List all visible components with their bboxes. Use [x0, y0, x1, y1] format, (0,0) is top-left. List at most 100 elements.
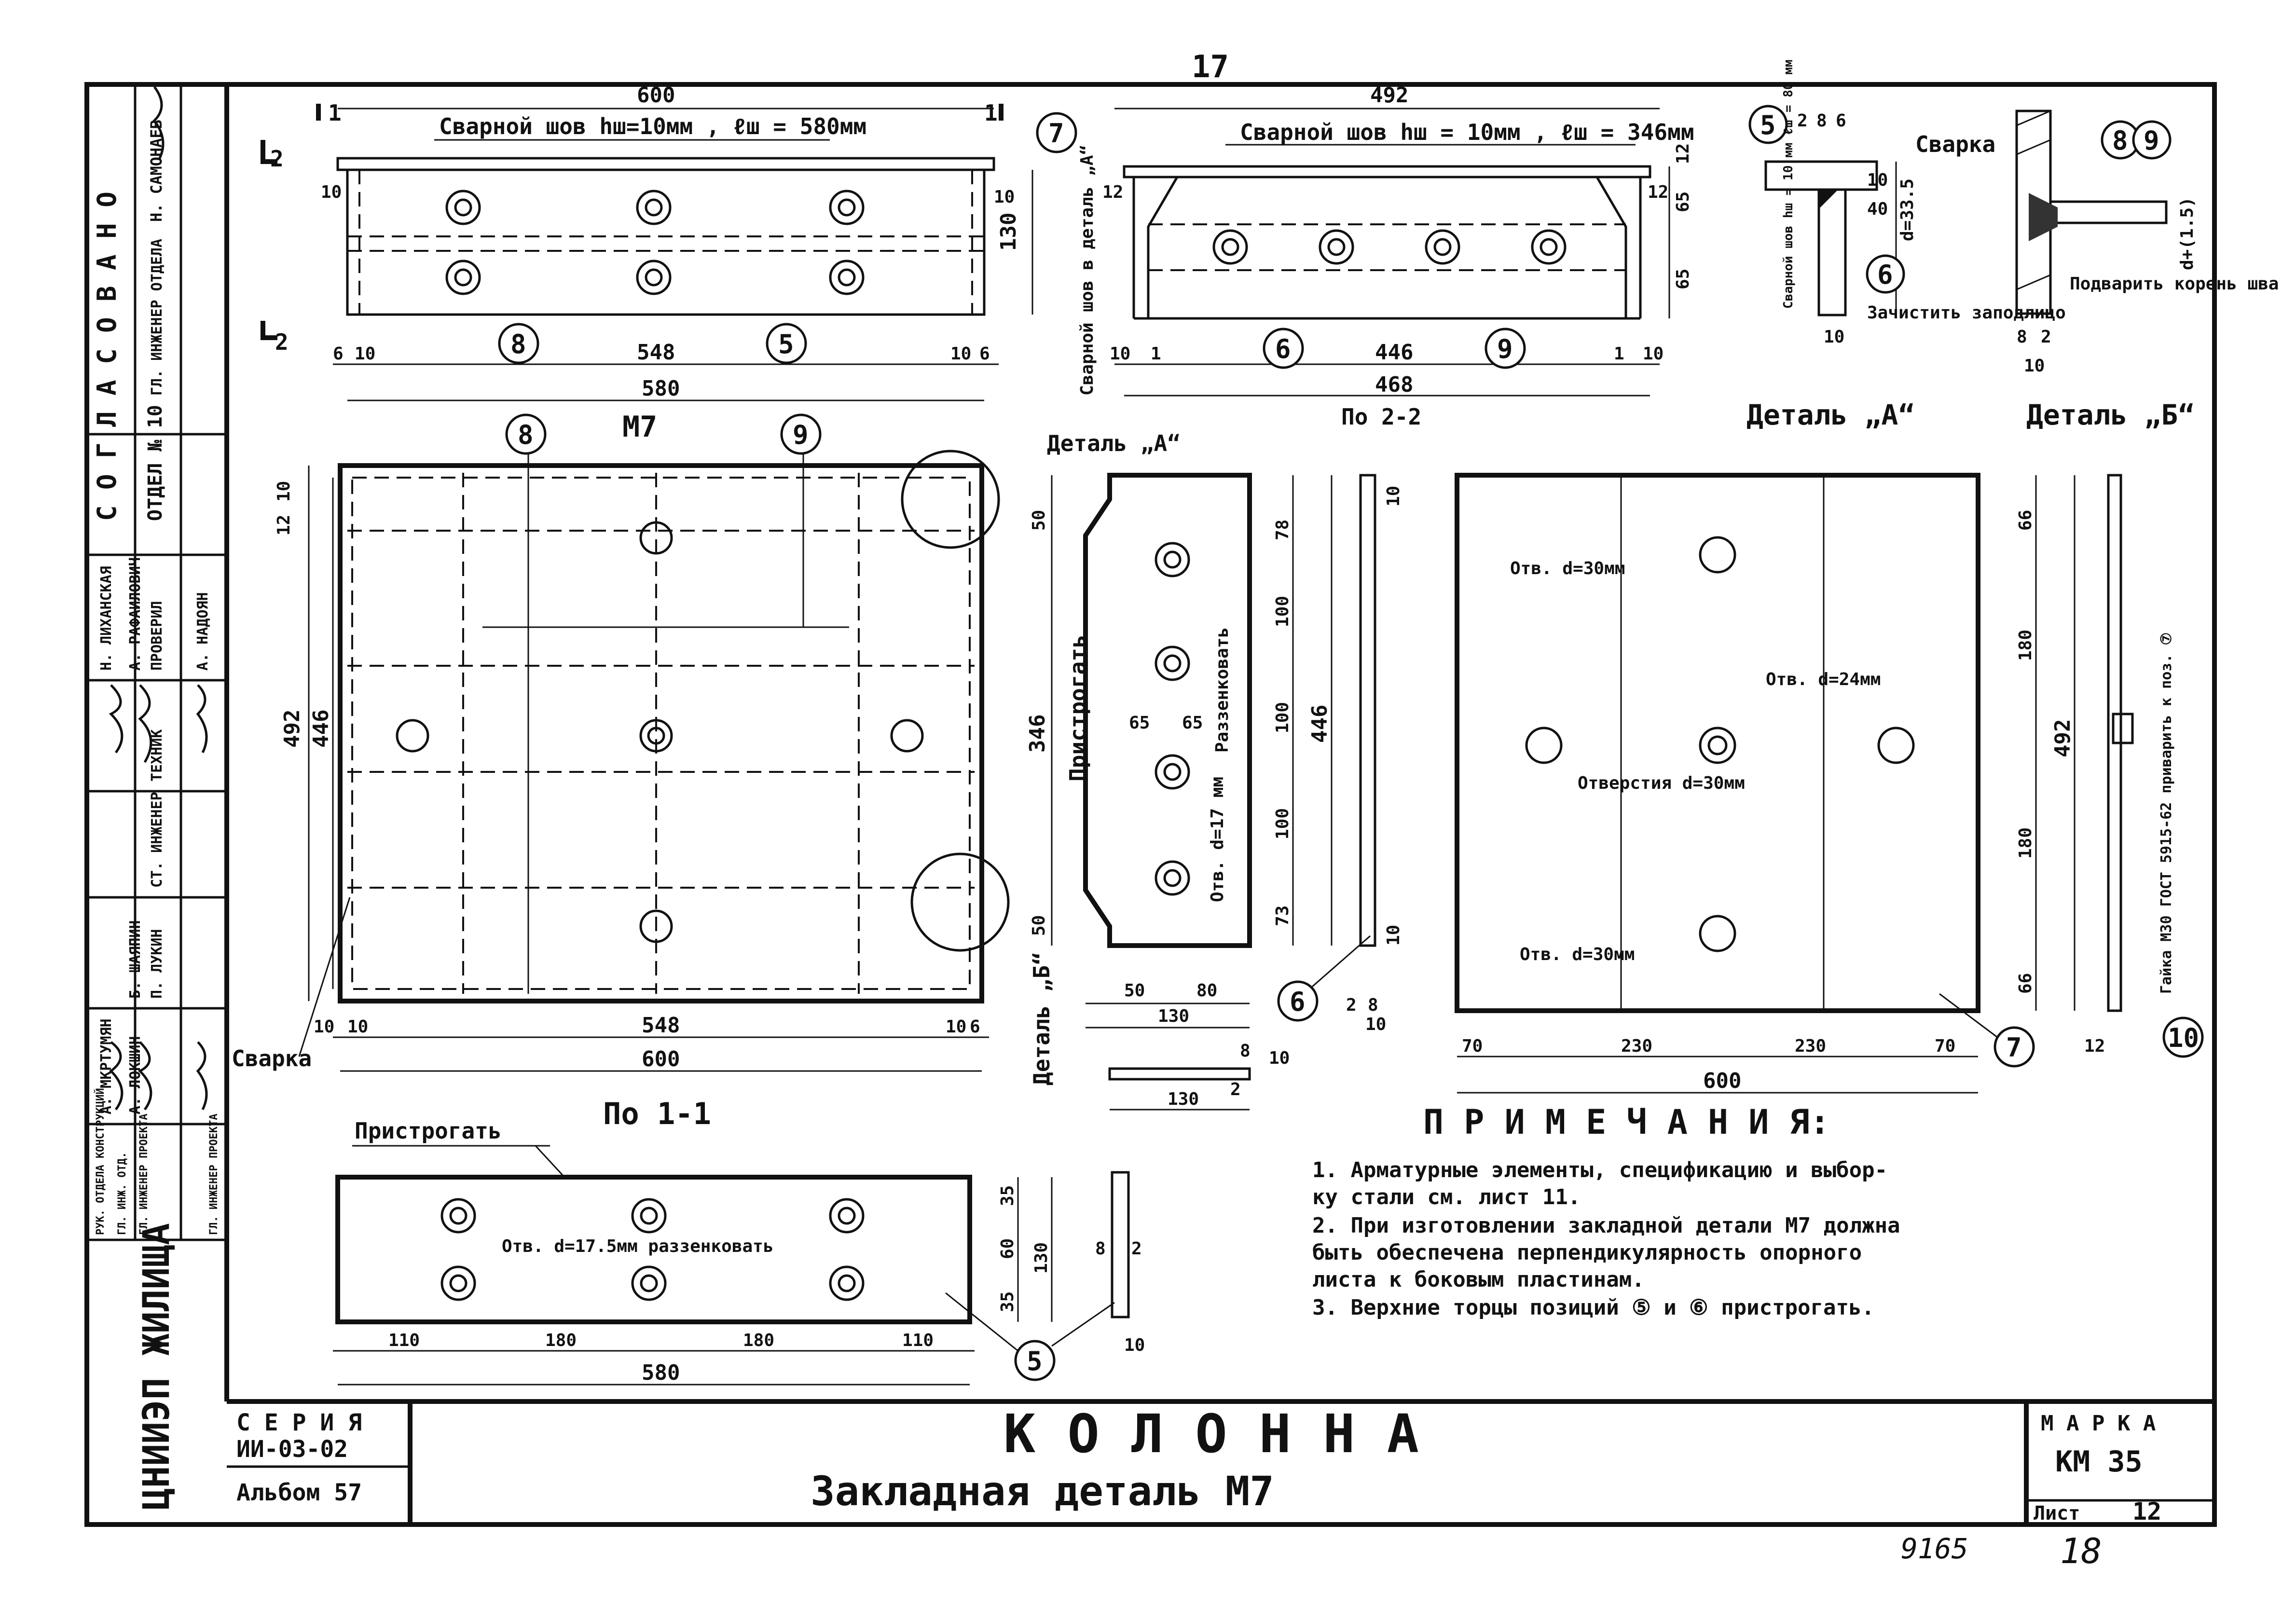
- dim: 10: [1384, 486, 1403, 507]
- position-bubble: 7: [1036, 112, 1077, 153]
- svg-text:8: 8: [518, 420, 534, 450]
- dim: 492: [280, 710, 304, 748]
- dim: 2: [1230, 1080, 1241, 1099]
- detail-b: 8 9 d+(1.5) Подварить корень шва 8 2 10 …: [2015, 110, 2279, 431]
- dim: 78: [1273, 520, 1292, 540]
- dim: 2: [1131, 1239, 1142, 1259]
- dim: 66: [2016, 973, 2035, 994]
- page-number-top: 17: [1192, 49, 1229, 85]
- left-strip: С О Г Л А С О В А Н О ОТДЕЛ № 10 ГЛ. ИНЖ…: [87, 84, 227, 1510]
- weld-note: Сварной шов hш = 10мм , ℓш = 346мм: [1240, 119, 1694, 145]
- position-bubble: 8: [2101, 120, 2140, 160]
- svg-text:8: 8: [510, 329, 526, 359]
- staff-name-2: Б. ШАЯПИН: [127, 920, 144, 999]
- dim: 50: [1124, 981, 1145, 1001]
- dim: 100: [1273, 808, 1292, 839]
- dim: 180: [545, 1331, 577, 1350]
- dim: 8: [1816, 111, 1827, 131]
- planing-note: Пристрогать: [355, 1118, 502, 1144]
- dim: d=33.5: [1897, 179, 1917, 241]
- dim: 10: [347, 1017, 368, 1037]
- head-role-1: РУК. ОТДЕЛА КОНСТРУКЦИЙ: [94, 1088, 107, 1235]
- head-role-3: ГЛ. ИНЖЕНЕР ПРОЕКТА: [138, 1113, 150, 1235]
- dim: 6: [979, 344, 990, 364]
- position-bubble: 5: [766, 323, 807, 364]
- title-sub: Закладная деталь М7: [811, 1468, 1274, 1515]
- dim: 230: [1795, 1036, 1826, 1056]
- position-bubble: 6: [1263, 328, 1304, 369]
- dim: 10: [274, 481, 294, 502]
- dim: 180: [2016, 827, 2035, 859]
- dim: 446: [1307, 705, 1332, 743]
- section-mark: 1: [328, 100, 342, 126]
- signature: [109, 1041, 124, 1111]
- dim: 10: [2024, 356, 2045, 376]
- side-plate: Пристрогать Раззенковать Отв. d=17 мм 50…: [1025, 473, 1403, 1111]
- weld-note: Сварной шов hш=10мм , ℓш = 580мм: [439, 113, 866, 139]
- dim: 10: [1824, 327, 1844, 347]
- dim: 468: [1375, 372, 1413, 397]
- position-bubble: 8: [505, 413, 547, 455]
- planing-note: Пристрогать: [1065, 634, 1091, 782]
- dim: 100: [1273, 596, 1292, 627]
- notes: П Р И М Е Ч А Н И Я: 1. Арматурные элеме…: [1312, 1102, 1900, 1320]
- hole-note: Отв. d=17.5мм раззенковать: [502, 1236, 774, 1256]
- dim: 10: [1124, 1335, 1145, 1355]
- dim: 10: [950, 344, 971, 364]
- dim: 2: [1797, 111, 1808, 131]
- signature: [196, 1041, 208, 1111]
- countersink-note: Раззенковать: [1212, 627, 1232, 753]
- dim: 60: [998, 1238, 1017, 1259]
- staff-name-5: Н. ЛИХАНСКАЯ: [98, 566, 115, 671]
- svg-text:10: 10: [2168, 1023, 2199, 1053]
- svg-text:9: 9: [2144, 125, 2159, 156]
- vertical-weld-note: Сварной шов hш = 10 мм ℓш = 80 мм: [1781, 59, 1796, 309]
- dim: 10: [946, 1017, 966, 1037]
- series-label: С Е Р И Я: [236, 1409, 362, 1436]
- svg-text:9: 9: [1497, 334, 1513, 364]
- position-bubble: 9: [780, 413, 822, 455]
- dim: 130: [1031, 1242, 1051, 1274]
- staff-role-3: ПРОВЕРИЛ: [149, 601, 165, 671]
- dim: 10: [1365, 1015, 1386, 1034]
- dim: 230: [1621, 1036, 1652, 1056]
- series-value: ИИ-03-02: [236, 1436, 348, 1463]
- svg-text:5: 5: [778, 329, 794, 359]
- signature: [138, 684, 152, 763]
- dim: 65: [1673, 192, 1693, 212]
- dim: 10: [321, 182, 342, 202]
- dim: 548: [642, 1013, 680, 1038]
- position-bubble: 6: [1866, 254, 1905, 294]
- weld-note: Подварить корень шва: [2070, 274, 2279, 294]
- staff-name-1: А. МКРТУМЯН: [98, 1018, 115, 1114]
- dim: 70: [1462, 1036, 1483, 1056]
- position-bubble: 8: [498, 323, 539, 364]
- svg-text:7: 7: [2006, 1032, 2022, 1063]
- bottom-plate: Пристрогать Отв. d=17.5мм раззенковать 1…: [333, 1118, 1145, 1386]
- position-bubble: 10: [2162, 1016, 2204, 1058]
- signature: [109, 684, 124, 754]
- signature: [137, 1041, 152, 1111]
- position-bubble: 9: [1485, 328, 1526, 369]
- dim: 492: [1370, 83, 1408, 108]
- detail-label: Деталь „Б“: [2026, 398, 2195, 431]
- dim: 50: [1029, 915, 1049, 936]
- dim: 65: [1182, 713, 1203, 733]
- archive-number: 9165: [1901, 1532, 1968, 1565]
- dim: 580: [642, 1360, 680, 1385]
- approval-title: С О Г Л А С О В А Н О: [92, 192, 122, 521]
- dim: 50: [1029, 510, 1049, 531]
- mark-value: КМ 35: [2055, 1445, 2143, 1479]
- holes: [1212, 229, 1567, 265]
- svg-text:8: 8: [2112, 125, 2128, 156]
- nut-note: Гайка М30 ГОСТ 5915-62 приварить к поз. …: [2158, 632, 2175, 994]
- svg-text:7: 7: [1048, 118, 1064, 149]
- dim: 70: [1935, 1036, 1955, 1056]
- dim: 10: [314, 1017, 334, 1037]
- dim: 130: [1168, 1089, 1199, 1109]
- view-top-left: 600 Сварной шов hш=10мм , ℓш = 580мм 1 1…: [261, 83, 1077, 401]
- dim: 492: [2050, 719, 2075, 757]
- dim: 110: [902, 1331, 934, 1350]
- position-bubble: 7: [1994, 1026, 2035, 1068]
- position-bubble: 5: [1748, 105, 1788, 144]
